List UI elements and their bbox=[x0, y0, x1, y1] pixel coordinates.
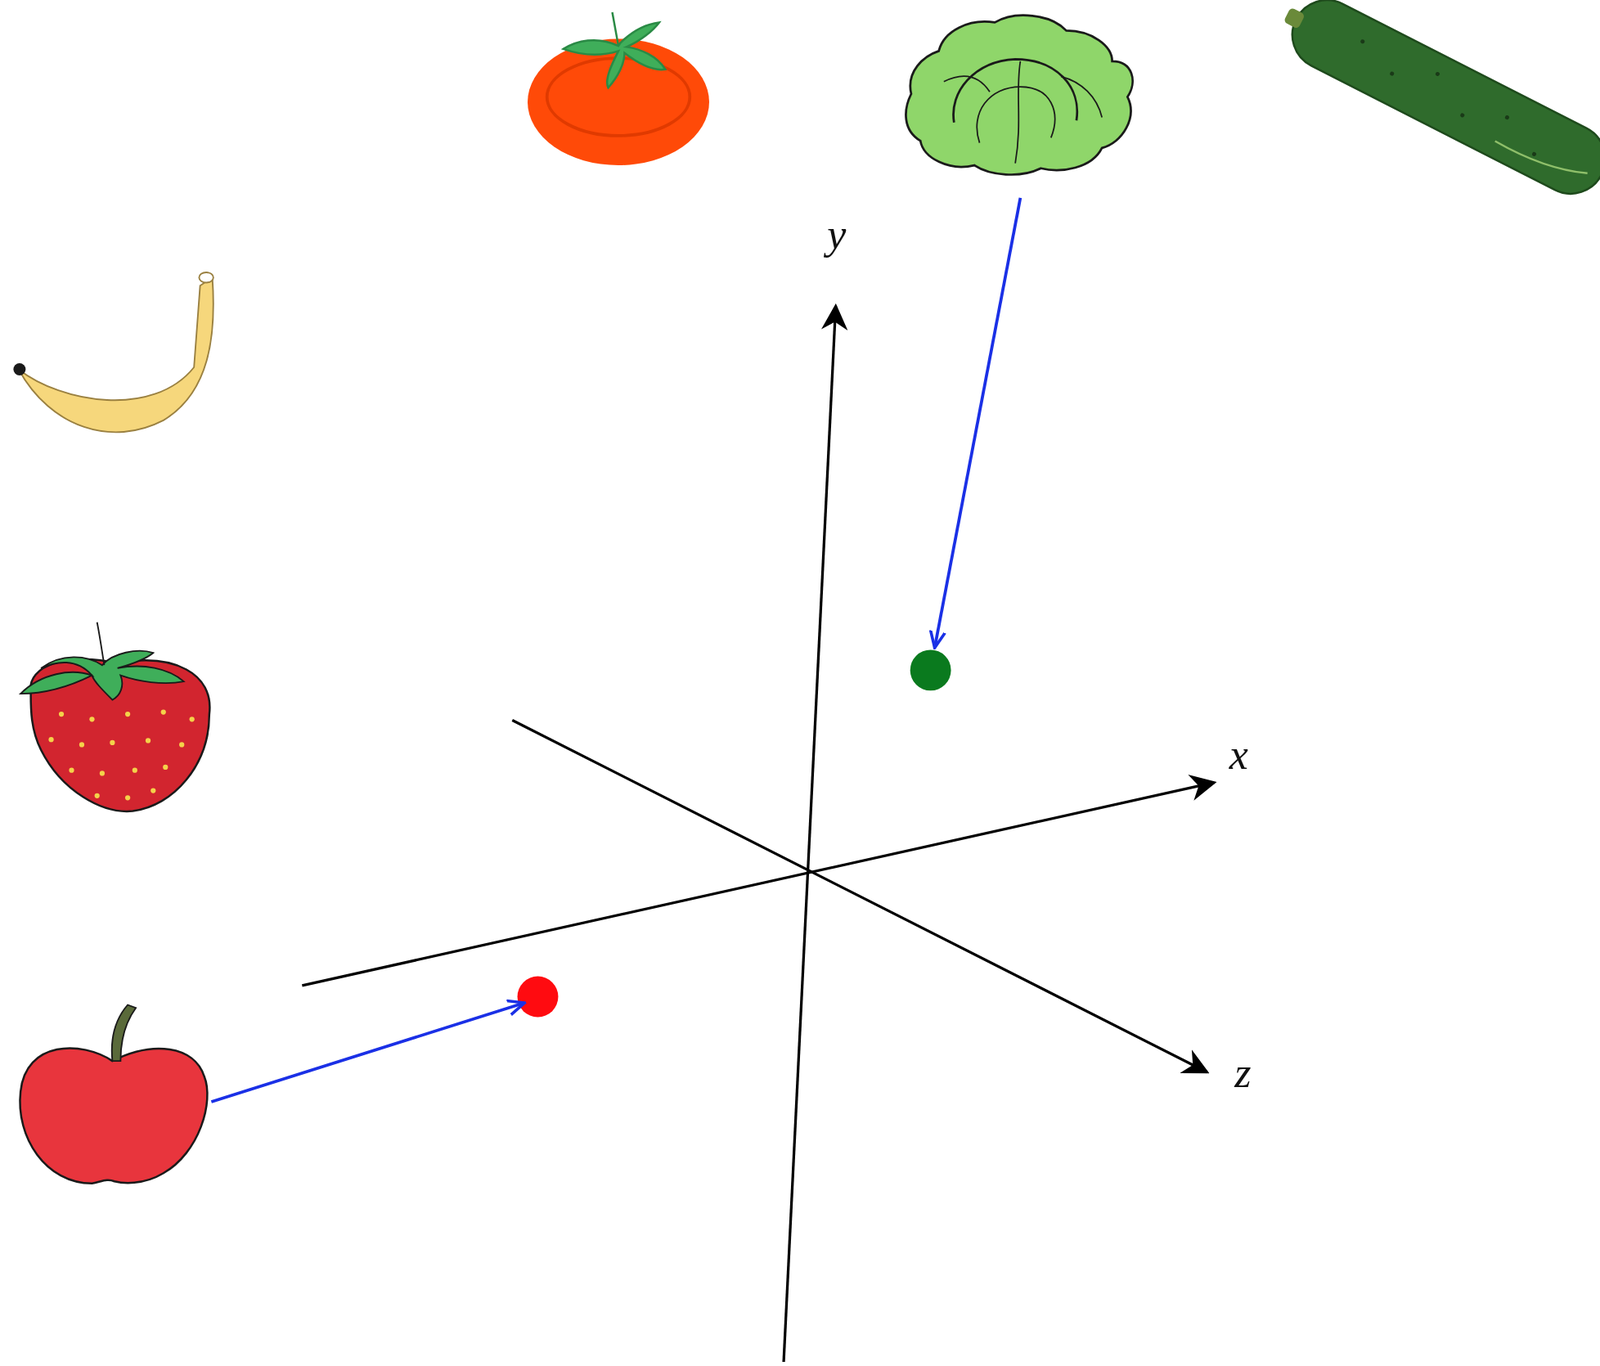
axis-label-box: z bbox=[1234, 1051, 1251, 1095]
green-point bbox=[910, 649, 952, 691]
axis-label: z bbox=[1234, 1049, 1251, 1097]
z-axis bbox=[512, 720, 1207, 1073]
coordinate-axes bbox=[301, 305, 1214, 1362]
cucumber-picture bbox=[1271, 0, 1600, 206]
mapping-arrow bbox=[211, 1002, 525, 1102]
y-axis bbox=[783, 305, 836, 1362]
red-point bbox=[517, 976, 559, 1018]
tomato-picture bbox=[527, 12, 710, 166]
strawberry-picture bbox=[20, 622, 210, 812]
x-axis bbox=[301, 782, 1214, 986]
axis-label: x bbox=[1229, 731, 1249, 778]
axis-label-box: y bbox=[826, 213, 846, 257]
apple-picture bbox=[19, 1004, 207, 1183]
lettuce-picture bbox=[905, 15, 1133, 176]
axis-label: y bbox=[826, 211, 846, 258]
mapping-arrow bbox=[934, 197, 1021, 648]
banana-picture bbox=[13, 272, 213, 432]
axis-label-box: x bbox=[1229, 733, 1249, 777]
